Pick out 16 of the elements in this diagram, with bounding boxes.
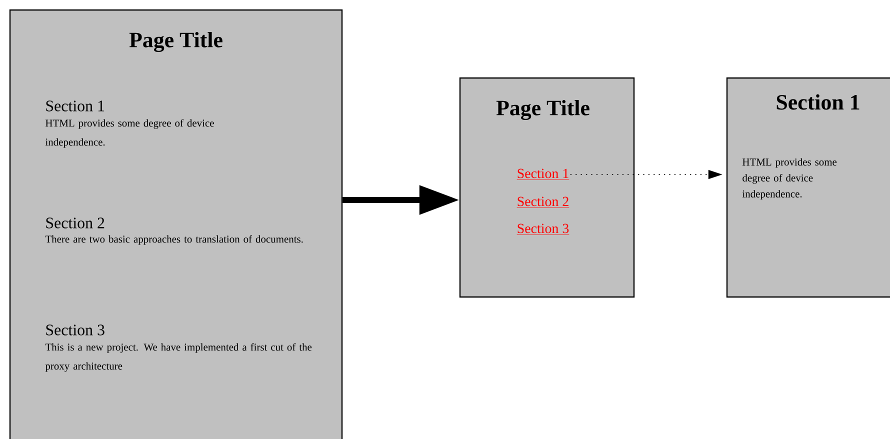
body-text: HTML provides some degree of device independence. [45,119,214,148]
page-title: Page Title [496,100,590,120]
page-box [459,77,635,298]
page-title: Page Title [129,32,222,52]
link: Section 1 [516,168,570,180]
body-text: There are two basic approaches to translation of documents. [45,235,303,245]
section-heading: Section 1 [46,100,104,112]
page-box [9,9,343,439]
link: Section 3 [516,224,570,235]
section-heading: Section 2 [46,218,104,228]
link: Section 2 [516,196,570,208]
body-text: HTML provides some degree of device independence. [742,158,837,200]
page-box [726,77,890,298]
page-title: Section 1 [776,94,860,110]
section-heading: Section 3 [46,324,104,336]
body-text: This is a new project. We have implemented a first cut of the proxy architecture [45,343,312,372]
